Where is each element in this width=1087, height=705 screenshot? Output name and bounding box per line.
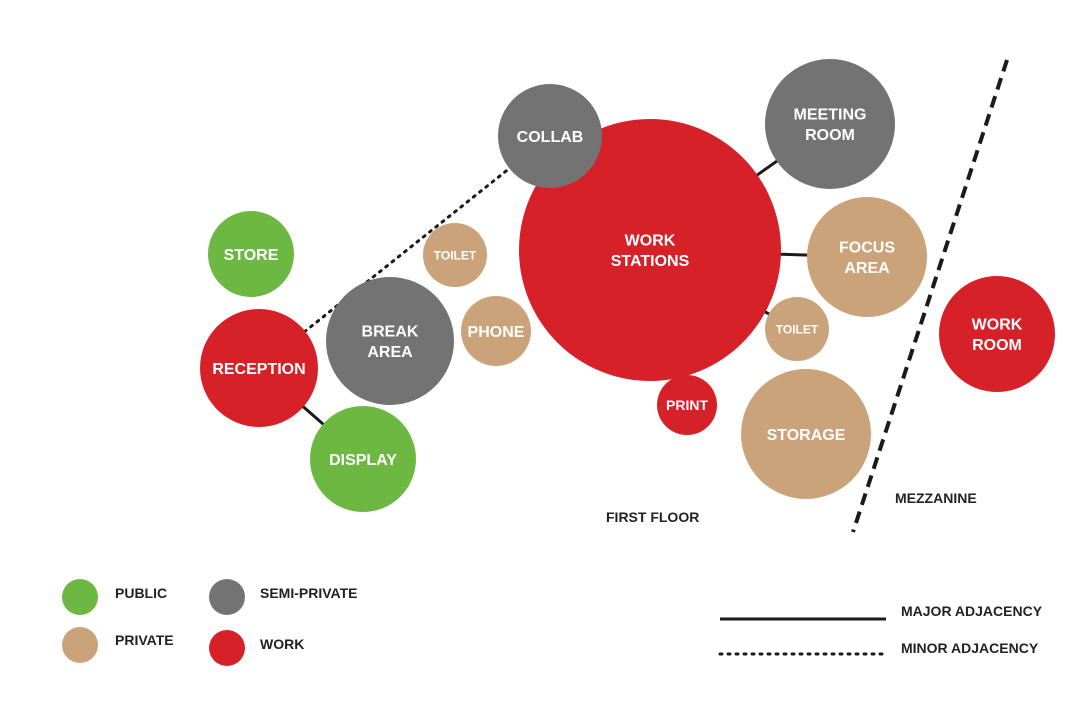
- legend-label-private: PRIVATE: [115, 632, 174, 648]
- space-bubble-collab: COLLAB: [498, 84, 602, 188]
- space-label-break-area: BREAK: [362, 323, 419, 340]
- space-label-reception: RECEPTION: [212, 361, 305, 378]
- space-bubble-focus-area: FOCUS AREA: [807, 197, 927, 317]
- space-label-meeting-room: ROOM: [805, 127, 855, 144]
- legend-label-minor-adjacency: MINOR ADJACENCY: [901, 640, 1039, 656]
- space-bubble-toilet-right: TOILET: [765, 297, 829, 361]
- legend: PUBLIC SEMI-PRIVATE PRIVATE WORK MAJOR ADJAC…: [62, 579, 1043, 666]
- space-circle-store: [208, 211, 294, 297]
- space-circle-work-stations: [519, 119, 781, 381]
- legend-swatch-work: [209, 630, 245, 666]
- space-bubble-display: DISPLAY: [310, 406, 416, 512]
- space-circle-phone: [461, 296, 531, 366]
- legend-swatch-semi_private: [209, 579, 245, 615]
- space-circle-meeting-room: [765, 59, 895, 189]
- space-label-toilet-right: TOILET: [776, 322, 819, 336]
- space-bubble-phone: PHONE: [461, 296, 531, 366]
- legend-swatch-private: [62, 627, 98, 663]
- space-circle-collab: [498, 84, 602, 188]
- space-circle-storage: [741, 369, 871, 499]
- space-bubble-store: STORE: [208, 211, 294, 297]
- space-label-toilet-left: TOILET: [434, 248, 477, 262]
- space-bubble-reception: RECEPTION: [200, 309, 318, 427]
- space-label-display: DISPLAY: [329, 452, 397, 469]
- space-circle-print: [657, 375, 717, 435]
- space-label-storage: STORAGE: [767, 427, 846, 444]
- space-label-meeting-room: MEETING: [794, 106, 867, 123]
- space-label-print: PRINT: [666, 397, 708, 413]
- space-circle-focus-area: [807, 197, 927, 317]
- legend-swatch-public: [62, 579, 98, 615]
- space-label-work-room: ROOM: [972, 337, 1022, 354]
- space-bubble-break-area: BREAK AREA: [326, 277, 454, 405]
- space-circle-toilet-left: [423, 223, 487, 287]
- space-bubble-toilet-left: TOILET: [423, 223, 487, 287]
- legend-label-semi_private: SEMI-PRIVATE: [260, 585, 358, 601]
- space-label-work-stations: STATIONS: [611, 253, 690, 270]
- zone-label-mezzanine: MEZZANINE: [895, 490, 977, 506]
- legend-label-major-adjacency: MAJOR ADJACENCY: [901, 603, 1043, 619]
- space-label-break-area: AREA: [367, 344, 413, 361]
- space-label-phone: PHONE: [468, 324, 525, 341]
- space-label-focus-area: AREA: [844, 260, 890, 277]
- space-label-store: STORE: [224, 247, 279, 264]
- space-label-collab: COLLAB: [517, 129, 584, 146]
- space-bubble-work-room: WORK ROOM: [939, 276, 1055, 392]
- legend-label-work: WORK: [260, 636, 304, 652]
- legend-label-public: PUBLIC: [115, 585, 167, 601]
- space-circle-display: [310, 406, 416, 512]
- space-label-work-room: WORK: [972, 316, 1023, 333]
- space-bubble-work-stations: WORK STATIONS: [519, 119, 781, 381]
- space-bubbles: WORK STATIONS COLLAB MEETING ROOM FOCUS AREA TO…: [200, 59, 1055, 512]
- space-label-focus-area: FOCUS: [839, 239, 895, 256]
- space-bubble-meeting-room: MEETING ROOM: [765, 59, 895, 189]
- connection-minor-collab-reception: [257, 134, 552, 370]
- space-circle-toilet-right: [765, 297, 829, 361]
- space-bubble-print: PRINT: [657, 375, 717, 435]
- zone-label-first-floor: FIRST FLOOR: [606, 509, 699, 525]
- space-label-work-stations: WORK: [625, 232, 676, 249]
- space-circle-reception: [200, 309, 318, 427]
- space-circle-work-room: [939, 276, 1055, 392]
- space-circle-break-area: [326, 277, 454, 405]
- zone-divider-dashed-line: [851, 59, 1009, 533]
- space-bubble-storage: STORAGE: [741, 369, 871, 499]
